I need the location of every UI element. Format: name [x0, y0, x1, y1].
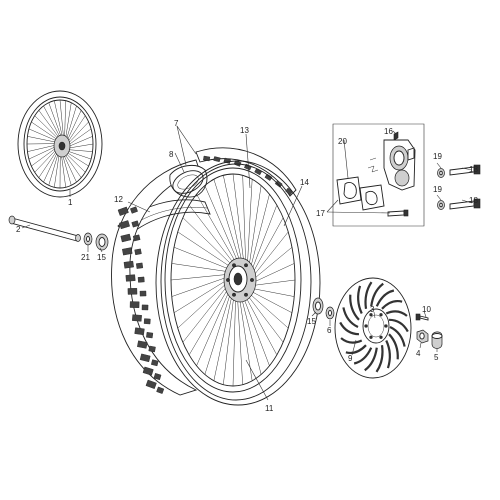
callout-18-upper: 18 [469, 165, 478, 174]
spacer-right [325, 306, 335, 320]
axle-cap [431, 331, 443, 349]
callout-7: 7 [174, 119, 179, 128]
seal-right [312, 297, 324, 315]
callout-1: 1 [68, 198, 73, 207]
callout-15-right: 15 [307, 317, 316, 326]
callout-8: 8 [169, 150, 174, 159]
callout-15-left: 15 [97, 253, 106, 262]
callout-12: 12 [114, 195, 123, 204]
callout-5: 5 [434, 353, 439, 362]
brake-caliper-kit-box [332, 123, 425, 227]
leader-lines [21, 125, 473, 401]
callout-14: 14 [300, 178, 309, 187]
brake-disc [334, 277, 412, 379]
disc-screw [415, 313, 429, 321]
callout-6: 6 [327, 326, 332, 335]
seal-left [95, 233, 109, 251]
callout-9: 9 [348, 354, 353, 363]
callout-19-lower: 19 [433, 185, 442, 194]
callout-2: 2 [16, 225, 21, 234]
tyre [111, 147, 297, 396]
callout-3: 3 [370, 305, 375, 314]
callout-16: 16 [384, 127, 393, 136]
callout-20: 20 [338, 137, 347, 146]
callout-4: 4 [416, 349, 421, 358]
callout-10: 10 [422, 305, 431, 314]
callout-18-lower: 18 [469, 196, 478, 205]
callout-21: 21 [81, 253, 90, 262]
spacer-left [83, 232, 93, 246]
callout-19-upper: 19 [433, 152, 442, 161]
washer-upper [437, 168, 445, 178]
caliper-bolt-lower [449, 198, 481, 210]
complete-wheel-thumbnail [17, 90, 103, 198]
wheel-axle [8, 215, 81, 242]
axle-nut [416, 329, 429, 344]
washer-lower [437, 200, 445, 210]
callout-17: 17 [316, 209, 325, 218]
callout-labels: 1 2 3 4 5 6 7 8 9 10 11 12 13 14 15 15 1… [16, 119, 478, 413]
callout-11: 11 [265, 404, 274, 413]
main-wheel [155, 160, 321, 406]
callout-13: 13 [240, 126, 249, 135]
